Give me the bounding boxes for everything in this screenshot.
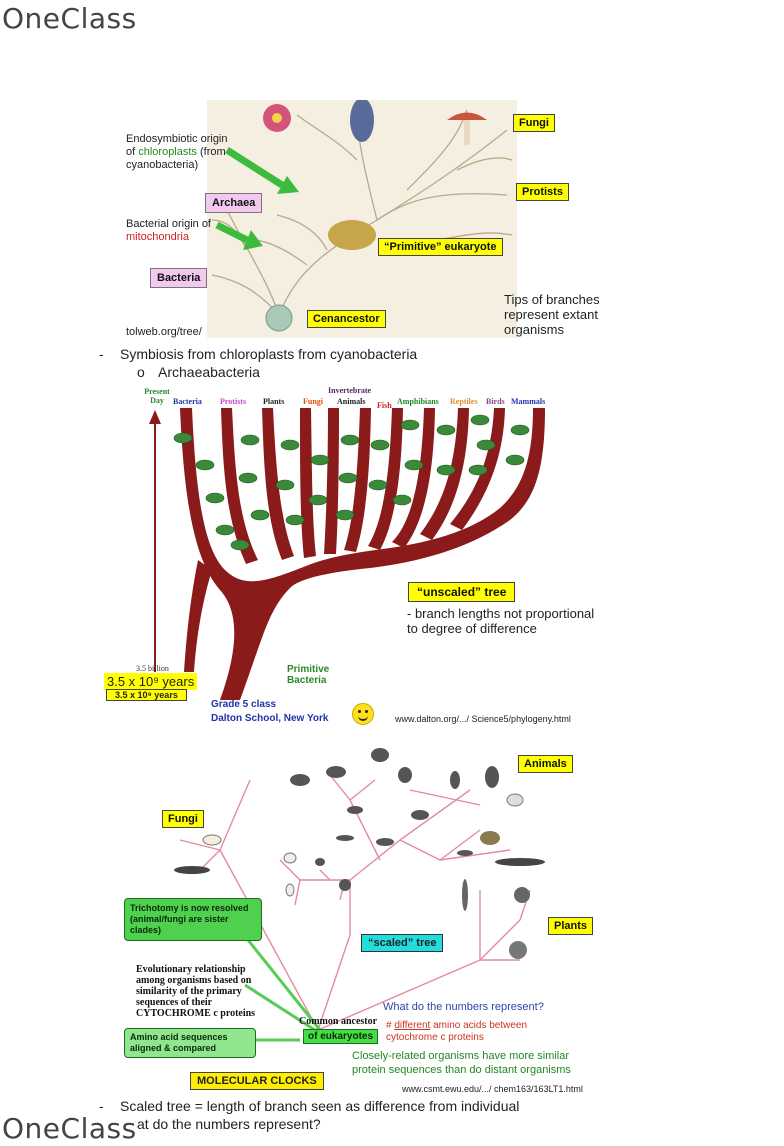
evo-line1: Evolutionary relationship: [136, 964, 246, 975]
tips-note-line3: organisms: [504, 322, 564, 337]
primitive-word: Primitive: [287, 664, 330, 675]
evolutionary-note: Evolutionary relationship among organism…: [136, 964, 255, 1019]
primitive-bacteria-label: Primitive Bacteria: [287, 664, 329, 686]
top-label-fish: Fish: [377, 401, 392, 410]
primitive-bacteria-word: Bacteria: [287, 675, 327, 686]
top-label-protists: Protists: [220, 397, 247, 406]
unscaled-note-line2: to degree of difference: [407, 621, 537, 636]
tips-note-line2: represent extant: [504, 307, 598, 322]
top-label-reptiles: Reptiles: [450, 397, 478, 406]
grade-line: Grade 5 class: [211, 699, 277, 710]
top-label-animals: Animals: [337, 397, 366, 406]
top-label-plants: Plants: [263, 397, 285, 406]
amino-acid-callout: Amino acid sequences aligned & compared: [124, 1028, 256, 1058]
billion-label: 3.5 billion: [136, 664, 169, 673]
bullet4-text: at do the numbers represent?: [137, 1116, 321, 1132]
csmt-source: www.csmt.ewu.edu/.../ chem163/163LT1.htm…: [402, 1084, 583, 1094]
logo-text: OneClass: [2, 2, 137, 35]
bullet1-text: Symbiosis from chloroplasts from cyanoba…: [120, 346, 418, 362]
bullet2-text: Archaeabacteria: [158, 364, 260, 380]
endosymbiotic-line3: cyanobacteria): [126, 159, 199, 171]
tree-of-life-image: [207, 98, 517, 338]
scaled-tree-box: “scaled” tree: [361, 934, 444, 952]
evo-line5: CYTOCHROME c proteins: [136, 1008, 256, 1019]
eukaryotes-box: of eukaryotes: [303, 1029, 379, 1044]
label-fungi-scaled: Fungi: [162, 810, 204, 828]
label-protists: Protists: [516, 183, 569, 201]
present-word: Present: [144, 387, 170, 396]
molecular-clocks-box: MOLECULAR CLOCKS: [190, 1072, 324, 1090]
years-box: 3.5 x 10⁹ years: [106, 689, 187, 701]
tree-of-life-branches: [211, 98, 513, 332]
label-plants: Plants: [548, 917, 594, 935]
invertebrate-label: Invertebrate: [328, 386, 372, 395]
top-label-birds: Birds: [486, 397, 505, 406]
label-cenancestor: Cenancestor: [307, 310, 386, 328]
label-fungi: Fungi: [513, 114, 555, 132]
footer-logo-text: OneClass: [2, 1112, 137, 1145]
tolweb-source: tolweb.org/tree/: [126, 326, 202, 338]
endosymbiotic-line2: of chloroplasts (from: [126, 146, 228, 159]
answer-hash: #: [386, 1020, 395, 1031]
years-highlight: 3.5 x 10⁹ years: [104, 673, 198, 690]
bullet3-text: Scaled tree = length of branch seen as d…: [120, 1098, 520, 1114]
label-archaea: Archaea: [205, 193, 263, 213]
top-label-mammals: Mammals: [511, 397, 546, 406]
top-label-bacteria: Bacteria: [173, 397, 202, 406]
unscaled-note: - branch lengths not proportional to deg…: [407, 606, 594, 636]
closely-related-note: Closely-related organisms have more simi…: [352, 1049, 571, 1077]
endosymbiotic-note: Endosymbiotic origin of chloroplasts (fr…: [126, 133, 228, 172]
evo-line4: sequences of their: [136, 997, 213, 1008]
top-label-fungi: Fungi: [303, 397, 324, 406]
dalton-source: www.dalton.org/.../ Science5/phylogeny.h…: [395, 714, 571, 724]
oneclass-logo-footer: OneClass: [2, 1112, 137, 1145]
tips-note: Tips of branches represent extant organi…: [504, 292, 600, 337]
unscaled-note-line1: - branch lengths not proportional: [407, 606, 595, 621]
closely-line1: Closely-related organisms have more simi…: [352, 1050, 570, 1062]
oneclass-logo: OneClass: [2, 2, 137, 35]
common-ancestor-label: Common ancestor: [299, 1016, 378, 1027]
answer-line1: # different amino acids between: [386, 1020, 527, 1032]
chloroplasts-word: chloroplasts: [138, 146, 197, 158]
smiley-icon: [352, 703, 374, 725]
top-label-amphibians: Amphibians: [397, 397, 439, 406]
school-line: Dalton School, New York: [211, 713, 329, 724]
grade-credit: Grade 5 class Dalton School, New York: [211, 698, 328, 726]
evo-line3: similarity of the primary: [136, 986, 242, 997]
day-word: Day: [150, 396, 164, 405]
tips-note-line1: Tips of branches: [504, 292, 600, 307]
unscaled-tree-box: “unscaled” tree: [408, 582, 516, 602]
label-primitive-eukaryote: “Primitive” eukaryote: [378, 238, 503, 256]
bacterial-origin-note: Bacterial origin of mitochondria: [126, 218, 211, 244]
bullet3-marker: -: [99, 1098, 104, 1114]
answer-different: different: [394, 1020, 431, 1031]
evo-line2: among organisms based on: [136, 975, 252, 986]
mitochondria-word: mitochondria: [126, 231, 189, 243]
endosymbiotic-suffix: (from: [196, 146, 226, 158]
answer-line2: cytochrome c proteins: [386, 1032, 484, 1043]
answer-rest: amino acids between: [430, 1020, 528, 1031]
numbers-question: What do the numbers represent?: [383, 1001, 544, 1013]
bacterial-origin-line: Bacterial origin of: [126, 218, 211, 230]
bullet2-marker: o: [137, 364, 145, 380]
label-bacteria: Bacteria: [150, 268, 208, 288]
endosymbiotic-line1: Endosymbiotic origin: [126, 133, 228, 145]
bullet1-marker: -: [99, 346, 104, 362]
closely-line2: protein sequences than do distant organi…: [352, 1064, 571, 1076]
present-day-label: Present Day: [137, 387, 177, 405]
label-animals: Animals: [518, 755, 573, 773]
trichotomy-callout: Trichotomy is now resolved (animal/fungi…: [124, 898, 262, 941]
endosymbiotic-prefix: of: [126, 146, 139, 158]
numbers-answer: # different amino acids between cytochro…: [386, 1020, 527, 1044]
